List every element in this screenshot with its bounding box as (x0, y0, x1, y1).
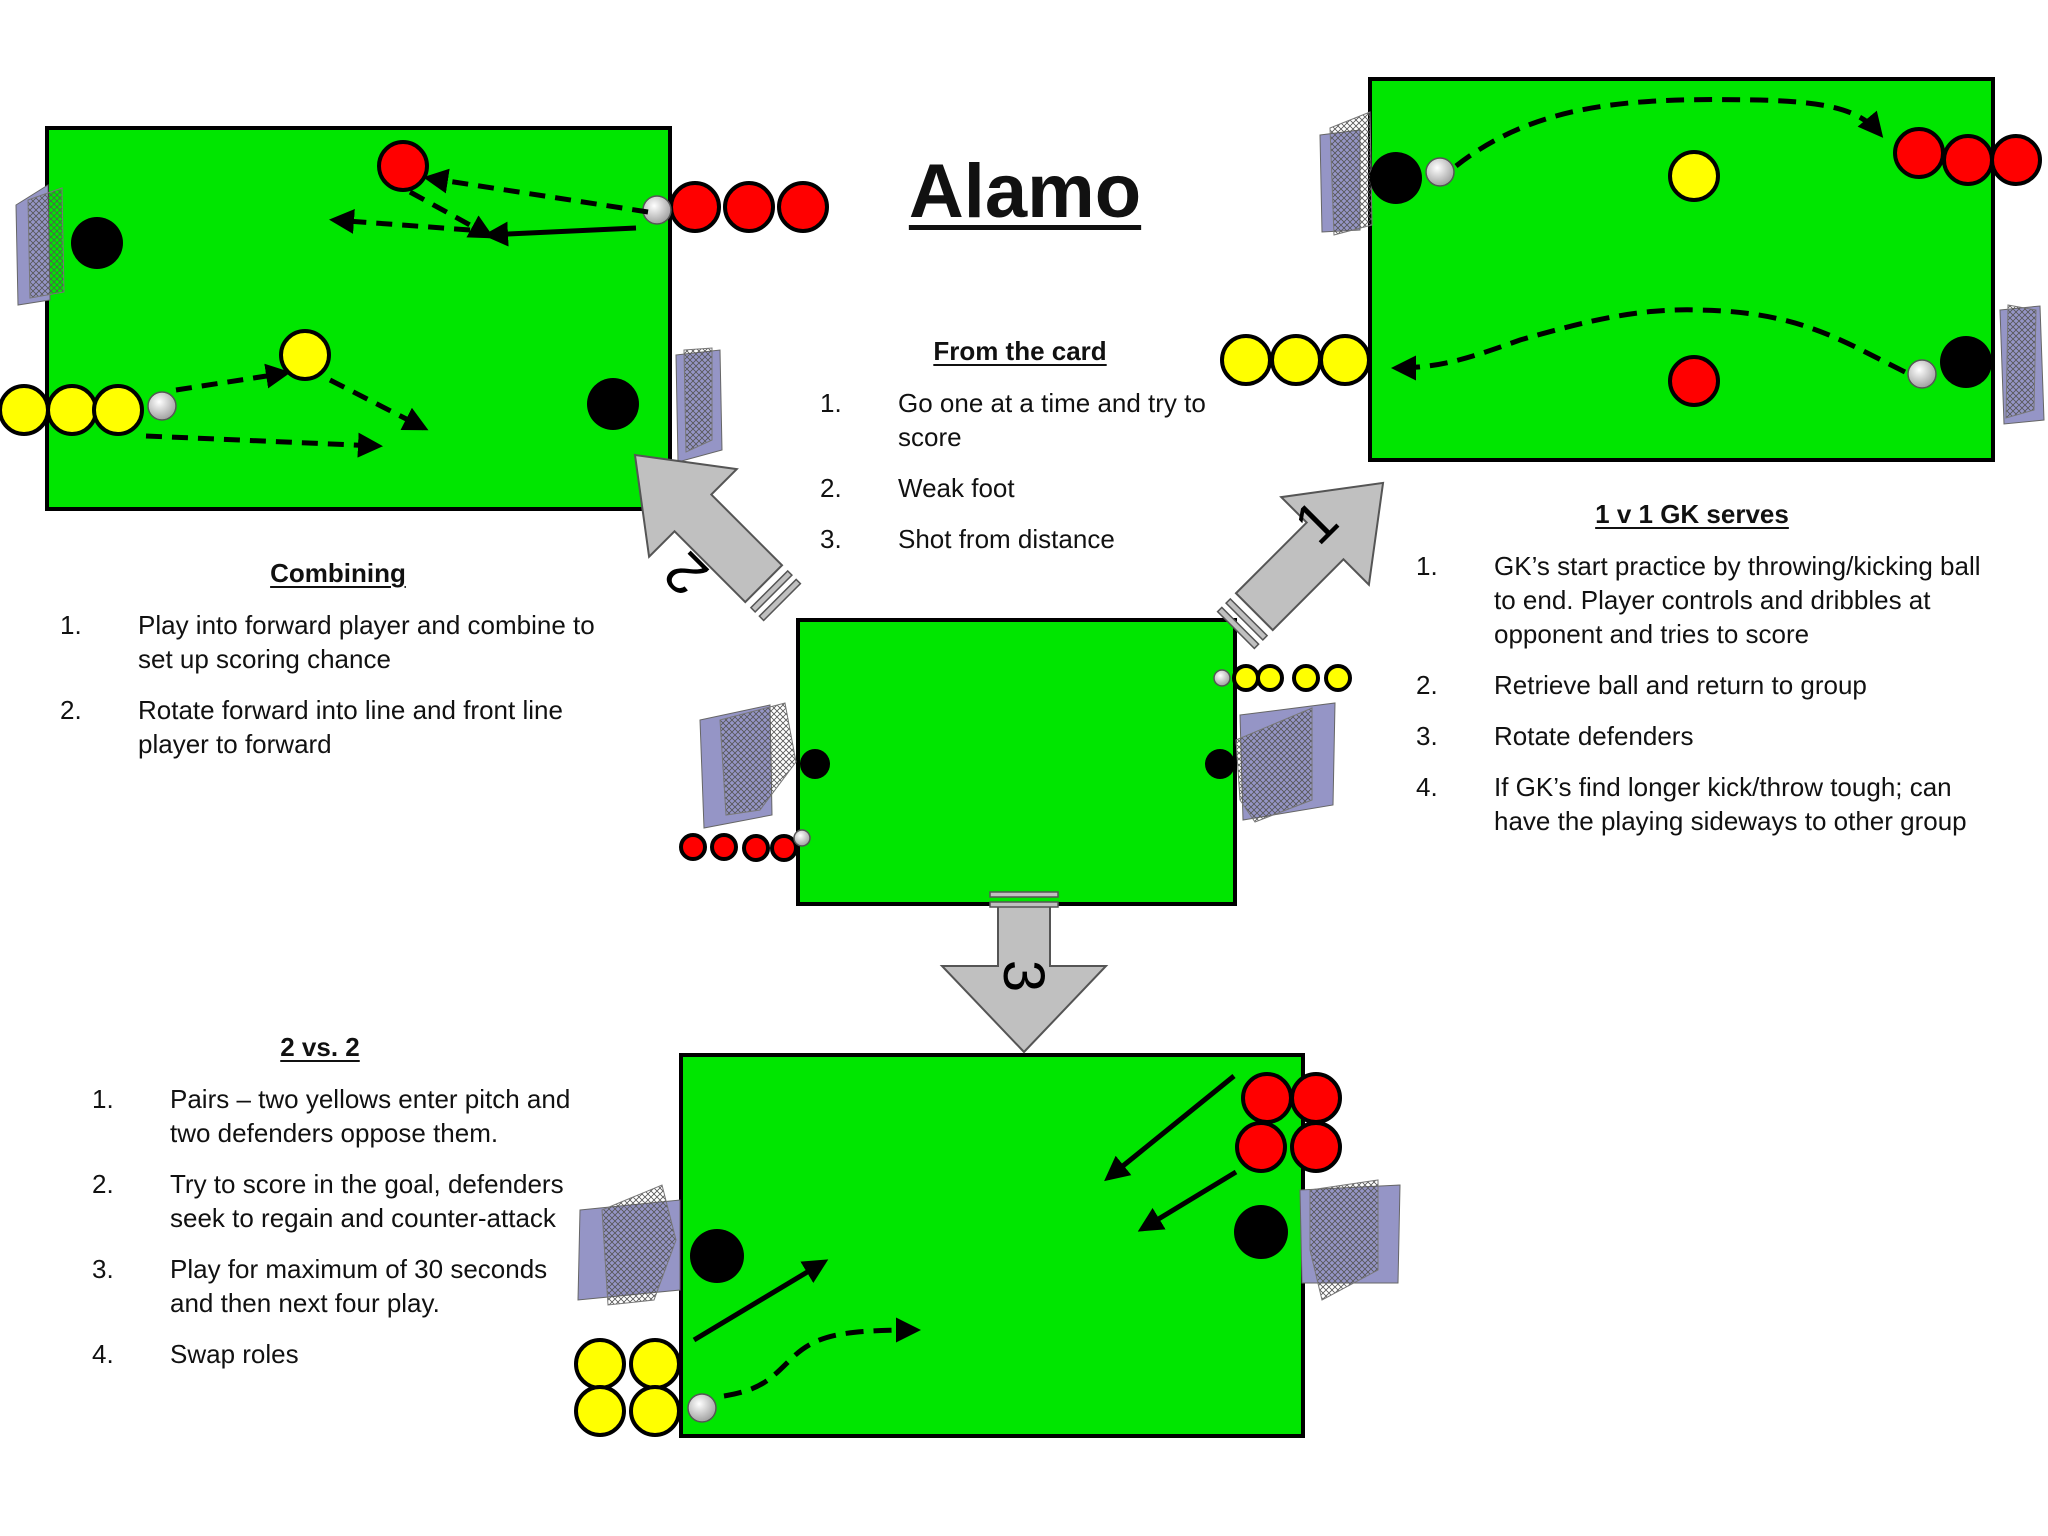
pitch-combining (45, 126, 672, 511)
goal-left-center (699, 702, 797, 829)
from-card-heading: From the card (933, 336, 1107, 366)
rotation-arrow-3 (939, 891, 1109, 1054)
run-arrow (145, 432, 383, 458)
ball-icon (1213, 669, 1231, 687)
red-player (1241, 1072, 1293, 1124)
list-item: 1.Pairs – two yellows enter pitch and tw… (92, 1084, 571, 1148)
red-player (1990, 134, 2042, 186)
goal-left-gk-serves (1319, 111, 1373, 236)
yellow-player (1256, 664, 1284, 692)
goalkeeper (1940, 336, 1992, 388)
rotation-arrow-2 (633, 453, 802, 622)
list-item: 3.Shot from distance (820, 524, 1115, 554)
list-item: 3.Rotate defenders (1416, 721, 1694, 751)
list-item: 3.Play for maximum of 30 seconds and the… (92, 1254, 548, 1318)
pitch-center (796, 618, 1237, 906)
goal-right-center (1235, 702, 1336, 823)
goalkeeper (690, 1229, 744, 1283)
serve-arrow (1391, 307, 1907, 381)
yellow-player (1319, 334, 1371, 386)
list-item: 1.Play into forward player and combine t… (60, 610, 595, 674)
ball-icon (147, 391, 177, 421)
goalkeeper (1205, 749, 1235, 779)
goal-left-combining (15, 184, 65, 306)
ball-icon (687, 1393, 717, 1423)
list-item: 1.GK’s start practice by throwing/kickin… (1416, 551, 1981, 649)
ball-icon (793, 829, 811, 847)
two-vs-two-steps: 1.Pairs – two yellows enter pitch and tw… (92, 1082, 572, 1388)
yellow-player (1668, 150, 1720, 202)
rotation-arrow-3-label: 3 (991, 960, 1056, 992)
goalkeeper (587, 378, 639, 430)
list-item: 2.Rotate forward into line and front lin… (60, 695, 563, 759)
yellow-player (0, 384, 50, 436)
yellow-player (629, 1338, 681, 1390)
yellow-player (1232, 664, 1260, 692)
red-player (770, 834, 798, 862)
red-player (723, 181, 775, 233)
goalkeeper (71, 217, 123, 269)
list-item: 4.If GK’s find longer kick/throw tough; … (1416, 772, 1967, 836)
list-item: 2.Weak foot (820, 473, 1015, 503)
list-item: 4.Swap roles (92, 1339, 299, 1369)
pitch-two-vs-two (679, 1053, 1305, 1438)
yellow-player (279, 329, 331, 381)
pass-arrow (408, 189, 495, 239)
red-player (1942, 134, 1994, 186)
list-item: 2.Try to score in the goal, defenders se… (92, 1169, 564, 1233)
red-player (669, 181, 721, 233)
yellow-player (574, 1385, 626, 1437)
dribble-arrow (723, 1317, 921, 1399)
yellow-player (46, 384, 98, 436)
pass-arrow (175, 363, 291, 393)
dribble-arrow (483, 221, 637, 247)
yellow-player (629, 1385, 681, 1437)
page-title: Alamo (908, 149, 1142, 234)
run-arrow (328, 377, 429, 431)
red-player (1235, 1121, 1287, 1173)
two-vs-two-heading: 2 vs. 2 (280, 1032, 360, 1062)
list-item: 1.Go one at a time and try to score (820, 388, 1206, 452)
red-player (1290, 1072, 1342, 1124)
goal-right-combining (675, 347, 723, 463)
goal-left-two-vs-two (577, 1184, 681, 1306)
red-player (679, 833, 707, 861)
combining-steps: 1.Play into forward player and combine t… (60, 608, 620, 778)
pass-arrow (423, 168, 649, 215)
goalkeeper (1370, 152, 1422, 204)
ball-icon (1425, 157, 1455, 187)
red-player (1893, 127, 1945, 179)
from-card-steps: 1.Go one at a time and try to score 2.We… (820, 386, 1250, 573)
pass-arrow (329, 209, 471, 234)
gk-serves-heading: 1 v 1 GK serves (1595, 499, 1789, 529)
combining-heading: Combining (270, 558, 406, 588)
yellow-player (1220, 334, 1272, 386)
goal-right-two-vs-two (1299, 1179, 1401, 1301)
yellow-player (574, 1338, 626, 1390)
yellow-player (92, 384, 144, 436)
serve-arrow (1454, 97, 1884, 168)
red-player (1668, 355, 1720, 407)
red-player (710, 833, 738, 861)
yellow-player (1292, 664, 1320, 692)
goal-right-gk-serves (1999, 304, 2045, 425)
red-player (377, 140, 429, 192)
goalkeeper (1234, 1205, 1288, 1259)
red-player (742, 834, 770, 862)
yellow-player (1324, 664, 1352, 692)
yellow-player (1270, 334, 1322, 386)
defender-run-arrow (1104, 1074, 1236, 1182)
ball-icon (1907, 359, 1937, 389)
rotation-arrow-1 (1216, 481, 1385, 650)
red-player (777, 181, 829, 233)
defender-run-arrow (1137, 1169, 1238, 1232)
goalkeeper (800, 749, 830, 779)
gk-serves-steps: 1.GK’s start practice by throwing/kickin… (1416, 549, 2006, 855)
list-item: 2.Retrieve ball and return to group (1416, 670, 1867, 700)
attacker-run-arrow (692, 1259, 829, 1343)
red-player (1290, 1121, 1342, 1173)
